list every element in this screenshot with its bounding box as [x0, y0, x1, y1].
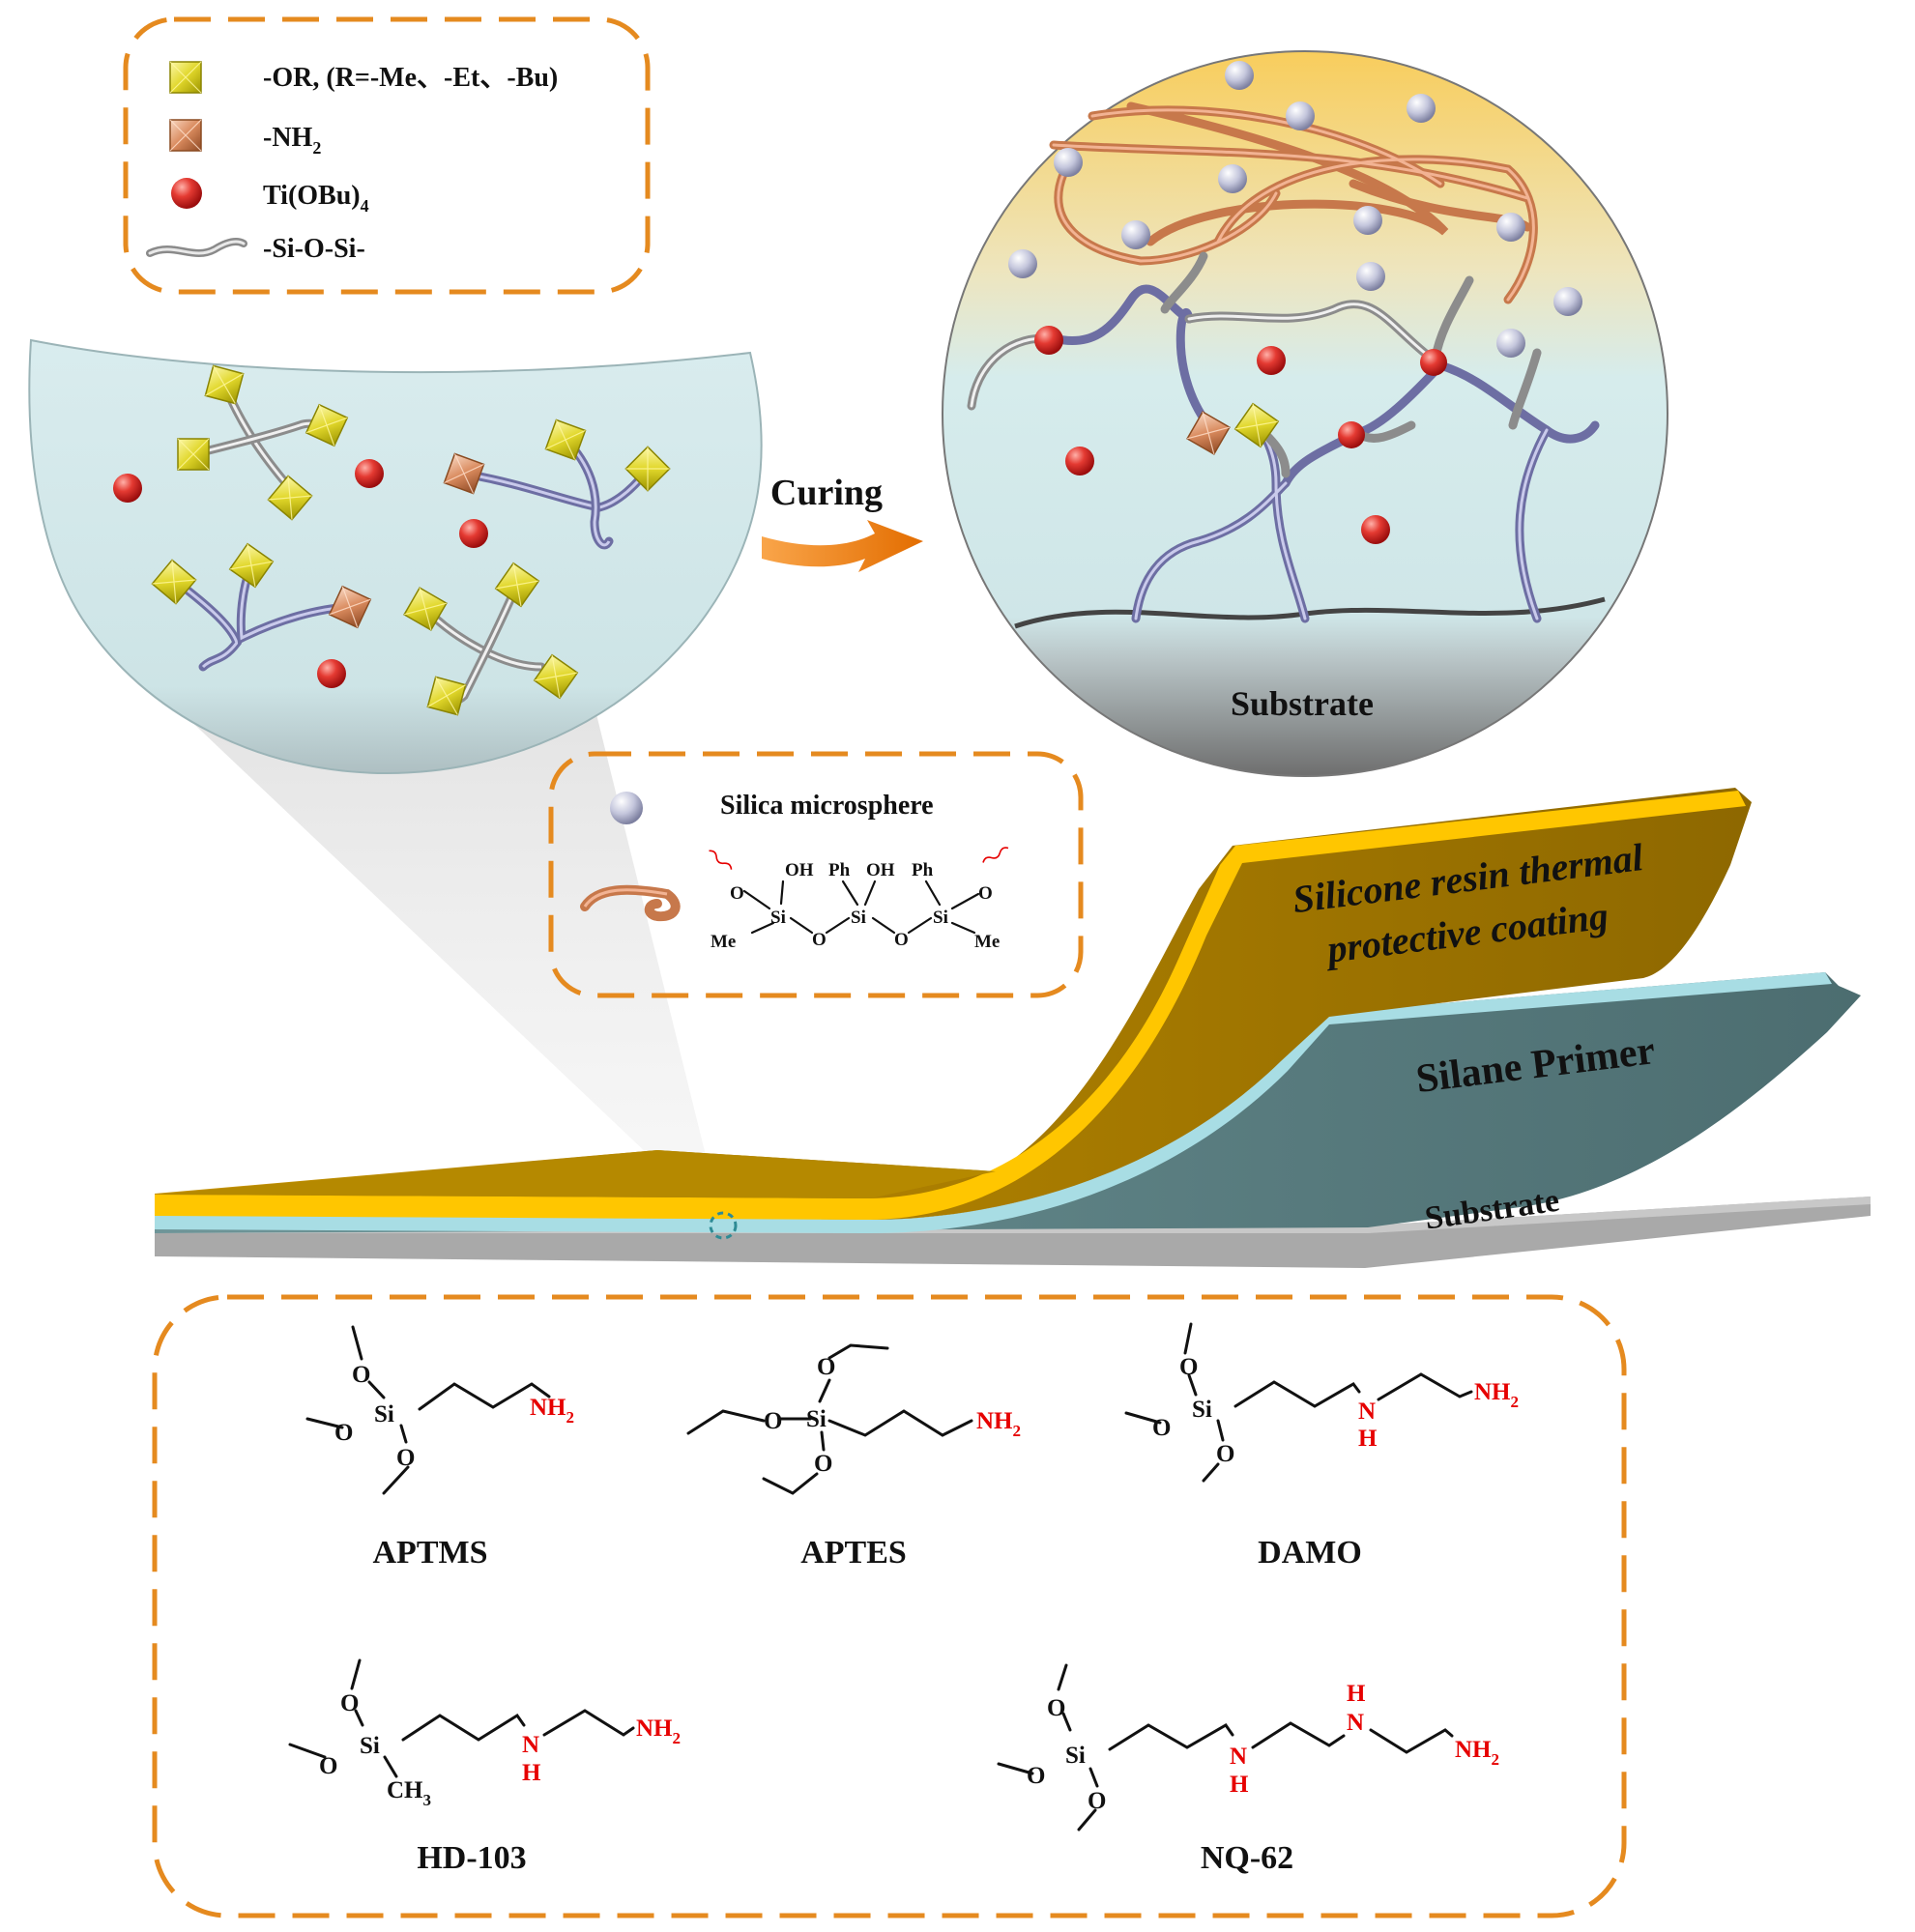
legend-item-or: -OR, (R=-Me、-Et、-Bu)	[263, 63, 558, 93]
svg-text:Si: Si	[806, 1406, 827, 1432]
svg-text:O: O	[764, 1408, 782, 1434]
orange-cube-icon	[169, 119, 202, 152]
svg-text:NH2: NH2	[976, 1408, 1021, 1440]
svg-text:Me: Me	[974, 932, 1000, 952]
svg-text:NH2: NH2	[1474, 1379, 1519, 1411]
svg-text:H: H	[522, 1760, 541, 1786]
svg-text:N: N	[1230, 1744, 1247, 1770]
nq62-label: NQ-62	[1201, 1840, 1293, 1876]
svg-text:O: O	[396, 1445, 415, 1471]
svg-text:H: H	[1347, 1681, 1366, 1707]
svg-text:O: O	[1088, 1788, 1106, 1814]
svg-text:O: O	[1179, 1354, 1198, 1380]
cured-substrate-label: Substrate	[1231, 684, 1374, 723]
svg-text:OH: OH	[866, 860, 895, 880]
svg-text:OH: OH	[785, 860, 814, 880]
uncured-bowl	[28, 338, 763, 775]
cured-circle	[942, 50, 1668, 777]
hd103-structure: O Si O CH3 N H NH2	[288, 1658, 681, 1809]
nq62-structure: O Si O O N H H N NH2	[997, 1663, 1499, 1831]
yellow-cube-icon	[169, 61, 202, 94]
silica-sphere-icon	[610, 792, 643, 824]
aptes-structure: O Si O O NH2	[686, 1343, 1021, 1495]
svg-text:Ph: Ph	[828, 860, 851, 880]
svg-text:O: O	[1047, 1695, 1065, 1721]
svg-text:O: O	[1027, 1763, 1045, 1789]
legend-top: -OR, (R=-Me、-Et、-Bu) -NH2 Ti(OBu)4 -Si-O…	[123, 16, 651, 295]
svg-text:O: O	[319, 1753, 337, 1779]
coating-layer	[155, 788, 1752, 1220]
svg-text:N: N	[1358, 1399, 1376, 1425]
svg-text:H: H	[1358, 1426, 1378, 1452]
svg-text:O: O	[730, 883, 744, 904]
svg-text:Me: Me	[711, 932, 736, 952]
aptms-label: APTMS	[373, 1535, 488, 1571]
svg-text:O: O	[1216, 1441, 1234, 1467]
damo-label: DAMO	[1258, 1535, 1362, 1571]
svg-text:O: O	[812, 930, 827, 950]
svg-text:O: O	[340, 1690, 359, 1716]
svg-text:CH3: CH3	[387, 1777, 431, 1809]
damo-structure: O Si O O N H NH2	[1124, 1322, 1519, 1483]
svg-text:Si: Si	[374, 1401, 394, 1427]
svg-text:N: N	[1347, 1710, 1364, 1736]
legend-item-siosi: -Si-O-Si-	[263, 234, 365, 264]
legend-mid: Silica microsphere O Si OH Me O Si Ph OH…	[548, 751, 1084, 998]
layered-film	[155, 788, 1871, 1268]
legend-item-nh2: -NH2	[263, 123, 321, 158]
svg-text:O: O	[1152, 1415, 1171, 1441]
svg-text:H: H	[1230, 1772, 1249, 1798]
svg-text:Ph: Ph	[912, 860, 934, 880]
svg-text:NH2: NH2	[636, 1716, 681, 1747]
zoom-spot	[709, 1211, 738, 1240]
svg-text:Si: Si	[1065, 1743, 1086, 1769]
svg-text:Si: Si	[360, 1733, 380, 1759]
svg-text:O: O	[894, 930, 909, 950]
svg-text:N: N	[522, 1732, 539, 1758]
svg-text:Si: Si	[1192, 1397, 1212, 1423]
svg-text:NH2: NH2	[1455, 1737, 1499, 1769]
silica-label: Silica microsphere	[720, 791, 934, 821]
silane-structures-box: O Si O O NH2 APTMS O Si O O NH2 APTES	[152, 1294, 1627, 1918]
svg-text:NH2: NH2	[530, 1395, 574, 1427]
svg-text:O: O	[334, 1420, 353, 1446]
aptes-label: APTES	[800, 1535, 907, 1571]
curing-label: Curing	[770, 473, 883, 513]
curing-arrow	[762, 520, 923, 572]
hd103-label: HD-103	[417, 1840, 526, 1876]
red-sphere-icon	[171, 178, 202, 209]
resin-formula: O Si OH Me O Si Ph OH O Si Ph O Me	[709, 847, 1009, 952]
coating-top-face	[155, 1150, 996, 1198]
legend-item-ti: Ti(OBu)4	[263, 181, 369, 216]
svg-text:Si: Si	[933, 908, 948, 928]
aptms-structure: O Si O O NH2	[305, 1325, 574, 1495]
svg-text:O: O	[814, 1451, 832, 1477]
svg-text:O: O	[978, 883, 993, 904]
svg-text:Si: Si	[851, 908, 866, 928]
svg-text:O: O	[817, 1354, 835, 1380]
primer-layer	[155, 972, 1861, 1233]
svg-text:Si: Si	[770, 908, 786, 928]
svg-text:O: O	[352, 1362, 370, 1388]
